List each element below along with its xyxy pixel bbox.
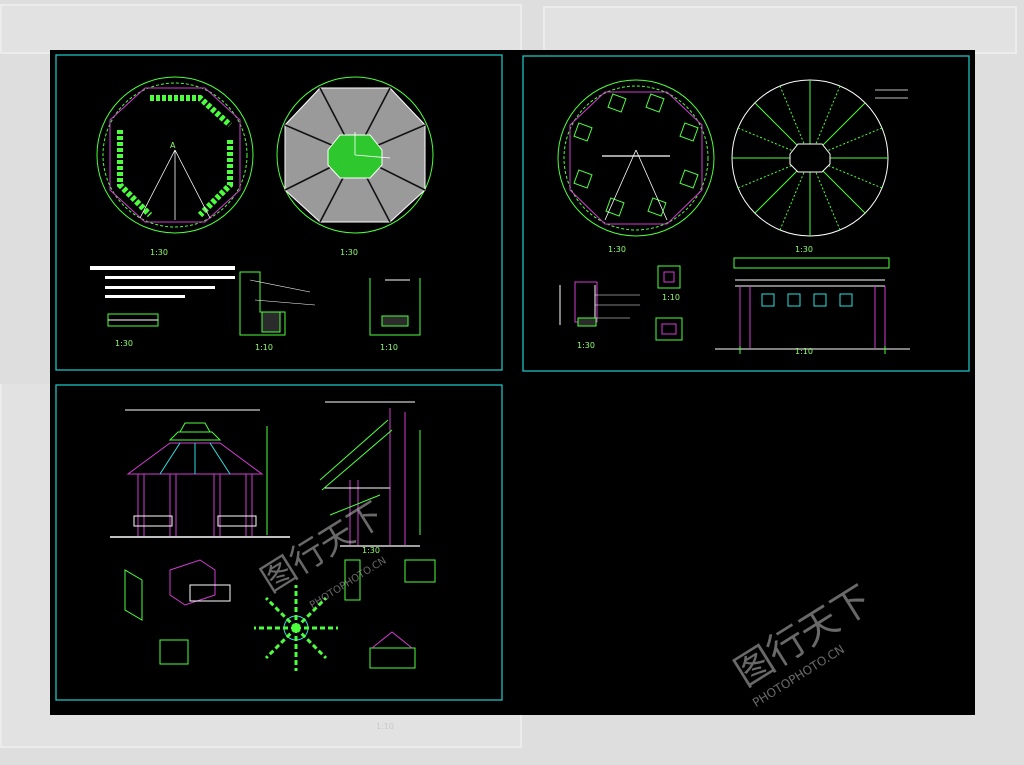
caption-detail-a: 1:30 bbox=[115, 339, 133, 348]
caption-detail-c: 1:10 bbox=[380, 343, 398, 352]
detail-post-connection bbox=[655, 265, 683, 341]
background-sheet-top-left bbox=[0, 4, 522, 54]
detail-bench bbox=[239, 271, 316, 336]
plan-seat-layout: A bbox=[96, 76, 254, 234]
detail-roof-hub bbox=[254, 585, 338, 671]
caption-detail-beam: 1:10 bbox=[795, 347, 813, 356]
elevation-pavilion bbox=[110, 409, 290, 538]
detail-column-base bbox=[369, 278, 421, 336]
plan-roof-framing bbox=[731, 79, 908, 237]
caption-plan-framing: 1:30 bbox=[795, 245, 813, 254]
svg-text:A: A bbox=[170, 141, 176, 150]
detail-column-elevation bbox=[559, 281, 640, 327]
background-label: 1:10 bbox=[376, 722, 394, 731]
caption-plan-column: 1:30 bbox=[608, 245, 626, 254]
detail-beam-elevation bbox=[715, 257, 910, 354]
caption-plan-seat: 1:30 bbox=[150, 248, 168, 257]
sheet-frame-top-left bbox=[55, 54, 503, 371]
caption-detail-post: 1:10 bbox=[662, 293, 680, 302]
caption-section: 1:30 bbox=[362, 546, 380, 555]
plan-roof bbox=[276, 76, 434, 234]
detail-seat-section bbox=[107, 313, 159, 327]
section-pavilion bbox=[319, 401, 421, 547]
sheet-frame-bottom-left bbox=[55, 384, 503, 701]
caption-plan-roof: 1:30 bbox=[340, 248, 358, 257]
caption-detail-column: 1:30 bbox=[577, 341, 595, 350]
plan-column-layout bbox=[557, 79, 715, 237]
cad-drawing: A 1:30 1:30 1:30 1:10 1:10 bbox=[55, 54, 970, 701]
sheet-frame-top-right bbox=[522, 55, 970, 372]
cad-model-space[interactable]: A 1:30 1:30 1:30 1:10 1:10 bbox=[50, 50, 975, 715]
detail-beam-joints bbox=[124, 559, 436, 669]
background-sheet-top-right bbox=[543, 6, 1017, 54]
caption-detail-b: 1:10 bbox=[255, 343, 273, 352]
notes-block bbox=[90, 266, 235, 298]
